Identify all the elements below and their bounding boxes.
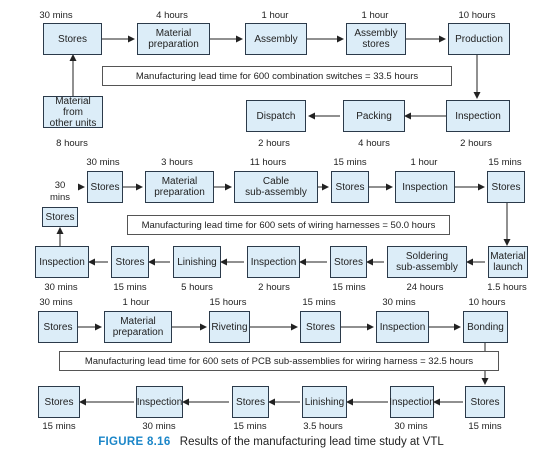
figure-caption: FIGURE 8.16 Results of the manufacturing… bbox=[0, 436, 542, 448]
time-inspection-1: 2 hours bbox=[460, 138, 492, 149]
lead-time-note-combination-switches: Manufacturing lead time for 600 combinat… bbox=[102, 66, 452, 86]
time-s2-b-inspection-2: 2 hours bbox=[258, 282, 290, 293]
time-material-other: 8 hours bbox=[56, 138, 88, 149]
time-s2-inspection: 1 hour bbox=[410, 157, 438, 168]
s2-inspection-box-1: Inspection bbox=[395, 171, 455, 203]
time-packing: 4 hours bbox=[358, 138, 390, 149]
time-s2-left-a: 30 bbox=[54, 180, 66, 191]
time-s2-cable: 11 hours bbox=[249, 157, 287, 168]
time-s2-left-b: mins bbox=[49, 192, 71, 203]
time-s3-bonding: 10 hours bbox=[468, 297, 506, 308]
s2-stores-box-3: Stores bbox=[487, 171, 525, 203]
time-s2-stores: 30 mins bbox=[86, 157, 120, 168]
time-dispatch: 2 hours bbox=[258, 138, 290, 149]
s2-stores-box-bottom-1: Stores bbox=[111, 246, 149, 278]
dispatch-box: Dispatch bbox=[246, 100, 306, 132]
time-s3-b-inspection-1: 30 mins bbox=[142, 421, 176, 432]
s3-stores-box-bottom-3: Stores bbox=[465, 386, 505, 418]
s2-cable-sub-assembly-box: Cable sub-assembly bbox=[234, 171, 318, 203]
time-assembly-stores: 1 hour bbox=[361, 10, 389, 21]
packing-box: Packing bbox=[343, 100, 405, 132]
time-s3-stores-2: 15 mins bbox=[302, 297, 336, 308]
s2-soldering-sub-assembly-box: Soldering sub-assembly bbox=[387, 246, 467, 278]
s2-stores-box-bottom-2: Stores bbox=[330, 246, 367, 278]
s3-riveting-box: Riveting bbox=[209, 311, 250, 343]
s3-inspection-box-bottom-2: Inspection bbox=[389, 386, 435, 418]
s3-linishing-box: Linishing bbox=[302, 386, 347, 418]
s2-stores-box-left: Stores bbox=[42, 207, 78, 227]
s3-inspection-box-bottom-1: Inspection bbox=[136, 386, 183, 418]
time-s3-material-prep: 1 hour bbox=[122, 297, 150, 308]
time-s2-material-prep: 3 hours bbox=[161, 157, 193, 168]
assembly-stores-box: Assembly stores bbox=[346, 23, 406, 55]
s3-stores-box-bottom-1: Stores bbox=[38, 386, 80, 418]
material-from-other-units-box: Material from other units bbox=[43, 96, 103, 129]
time-stores-1: 30 mins bbox=[39, 10, 73, 21]
s3-bonding-box: Bonding bbox=[463, 311, 508, 343]
time-s2-b-inspection-1: 30 mins bbox=[44, 282, 78, 293]
s2-inspection-box-bottom-1: Inspection bbox=[35, 246, 89, 278]
s2-stores-box-1: Stores bbox=[87, 171, 123, 203]
time-s2-b-stores-1: 15 mins bbox=[113, 282, 147, 293]
assembly-box: Assembly bbox=[245, 23, 307, 55]
time-s2-b-soldering: 24 hours bbox=[406, 282, 444, 293]
s2-linishing-box: Linishing bbox=[173, 246, 221, 278]
figure-caption-text: Results of the manufacturing lead time s… bbox=[179, 436, 444, 448]
time-assembly: 1 hour bbox=[261, 10, 289, 21]
s2-material-preparation-box: Material preparation bbox=[145, 171, 214, 203]
time-production: 10 hours bbox=[458, 10, 496, 21]
s3-stores-box-1: Stores bbox=[38, 311, 78, 343]
s3-stores-box-2: Stores bbox=[300, 311, 341, 343]
s2-stores-box-2: Stores bbox=[331, 171, 369, 203]
material-preparation-box: Material preparation bbox=[137, 23, 210, 55]
inspection-box-1: Inspection bbox=[446, 100, 510, 132]
lead-time-note-pcb-sub-assemblies: Manufacturing lead time for 600 sets of … bbox=[59, 351, 499, 371]
s3-material-preparation-box: Material preparation bbox=[104, 311, 172, 343]
time-material-prep-1: 4 hours bbox=[156, 10, 188, 21]
s2-inspection-box-bottom-2: Inspection bbox=[247, 246, 300, 278]
time-s2-stores-2: 15 mins bbox=[333, 157, 367, 168]
lead-time-note-wiring-harnesses: Manufacturing lead time for 600 sets of … bbox=[127, 215, 450, 235]
time-s3-inspection: 30 mins bbox=[382, 297, 416, 308]
s3-inspection-box-1: Inspection bbox=[376, 311, 429, 343]
time-s3-b-inspection-2: 30 mins bbox=[394, 421, 428, 432]
time-s3-b-stores-3: 15 mins bbox=[468, 421, 502, 432]
time-s3-riveting: 15 hours bbox=[209, 297, 247, 308]
time-s2-stores-3: 15 mins bbox=[488, 157, 522, 168]
s2-material-launch-box: Material launch bbox=[488, 246, 528, 278]
time-s3-b-stores-2: 15 mins bbox=[233, 421, 267, 432]
time-s2-b-material-launch: 1.5 hours bbox=[487, 282, 527, 293]
s3-stores-box-bottom-2: Stores bbox=[232, 386, 269, 418]
figure-number: FIGURE 8.16 bbox=[98, 436, 171, 448]
time-s2-b-linishing: 5 hours bbox=[181, 282, 213, 293]
stores-box: Stores bbox=[43, 23, 102, 55]
production-box: Production bbox=[448, 23, 510, 55]
time-s2-b-stores-2: 15 mins bbox=[332, 282, 366, 293]
time-s3-b-linishing: 3.5 hours bbox=[303, 421, 343, 432]
time-s3-stores: 30 mins bbox=[39, 297, 73, 308]
time-s3-b-stores-1: 15 mins bbox=[42, 421, 76, 432]
